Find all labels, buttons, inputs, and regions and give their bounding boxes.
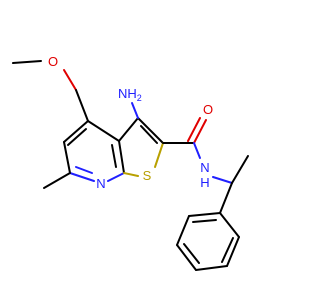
bond-ph-2 <box>226 236 240 267</box>
bond-nh-ch <box>212 176 233 184</box>
bond-ch-methyl <box>231 155 249 184</box>
thiophene-sulfur-label: S <box>143 168 152 183</box>
bond-ph-4-double <box>183 243 200 264</box>
bond-c3-c2-double <box>140 125 158 144</box>
bond-ph-3 <box>195 265 228 271</box>
bond-carbonyl-nh <box>193 142 201 159</box>
bond-c3-c2 <box>137 117 164 144</box>
bond-carbonyl-o <box>193 119 207 144</box>
bond-c4-c5-double <box>67 128 87 146</box>
bond-s-c7a <box>123 172 139 177</box>
bond-c6-n-double <box>75 166 93 174</box>
bonds <box>12 60 249 271</box>
bond-ph-6 <box>188 212 221 217</box>
bond-c6-methyl <box>43 172 71 189</box>
bond-ph-6-double <box>192 219 217 223</box>
bond-ch-phenyl <box>219 182 233 214</box>
ether-oxygen-label: O <box>48 54 58 69</box>
molecule-structure-diagram: O NH2 O S N N H <box>12 54 249 271</box>
bond-c6-n <box>69 172 95 182</box>
carbonyl-oxygen-label: O <box>203 102 213 117</box>
bond-c3-nh2 <box>131 102 139 119</box>
bond-c5-c6 <box>63 141 71 174</box>
bond-c7a-c3a-double <box>111 144 117 168</box>
atom-labels: O NH2 O S N N H <box>48 54 213 191</box>
bond-c7a-c3a <box>118 140 125 174</box>
pyridine-nitrogen-label: N <box>96 176 105 191</box>
bond-methyl-o <box>12 60 42 64</box>
bond-ph-5 <box>176 215 190 246</box>
bond-c3a-c3 <box>118 117 139 142</box>
bond-ch2-c4 <box>75 89 89 122</box>
bond-carbonyl-o-double <box>187 117 201 142</box>
bond-ph-1 <box>219 212 240 238</box>
amide-hydrogen-label: H <box>200 175 209 190</box>
bond-c3a-c4 <box>87 120 120 142</box>
bond-c4-c5 <box>63 120 89 143</box>
bond-ph-4 <box>176 244 197 271</box>
bond-o-ch2 <box>63 69 77 91</box>
amine-label: NH2 <box>118 86 142 103</box>
amine-subscript-text: 2 <box>137 93 142 103</box>
bond-c2-s <box>154 142 164 168</box>
bond-n-c7a <box>107 172 125 182</box>
amine-nh-text: NH <box>118 86 137 101</box>
bond-ph-2-double <box>221 237 234 263</box>
amide-nitrogen-label: N <box>200 160 209 175</box>
